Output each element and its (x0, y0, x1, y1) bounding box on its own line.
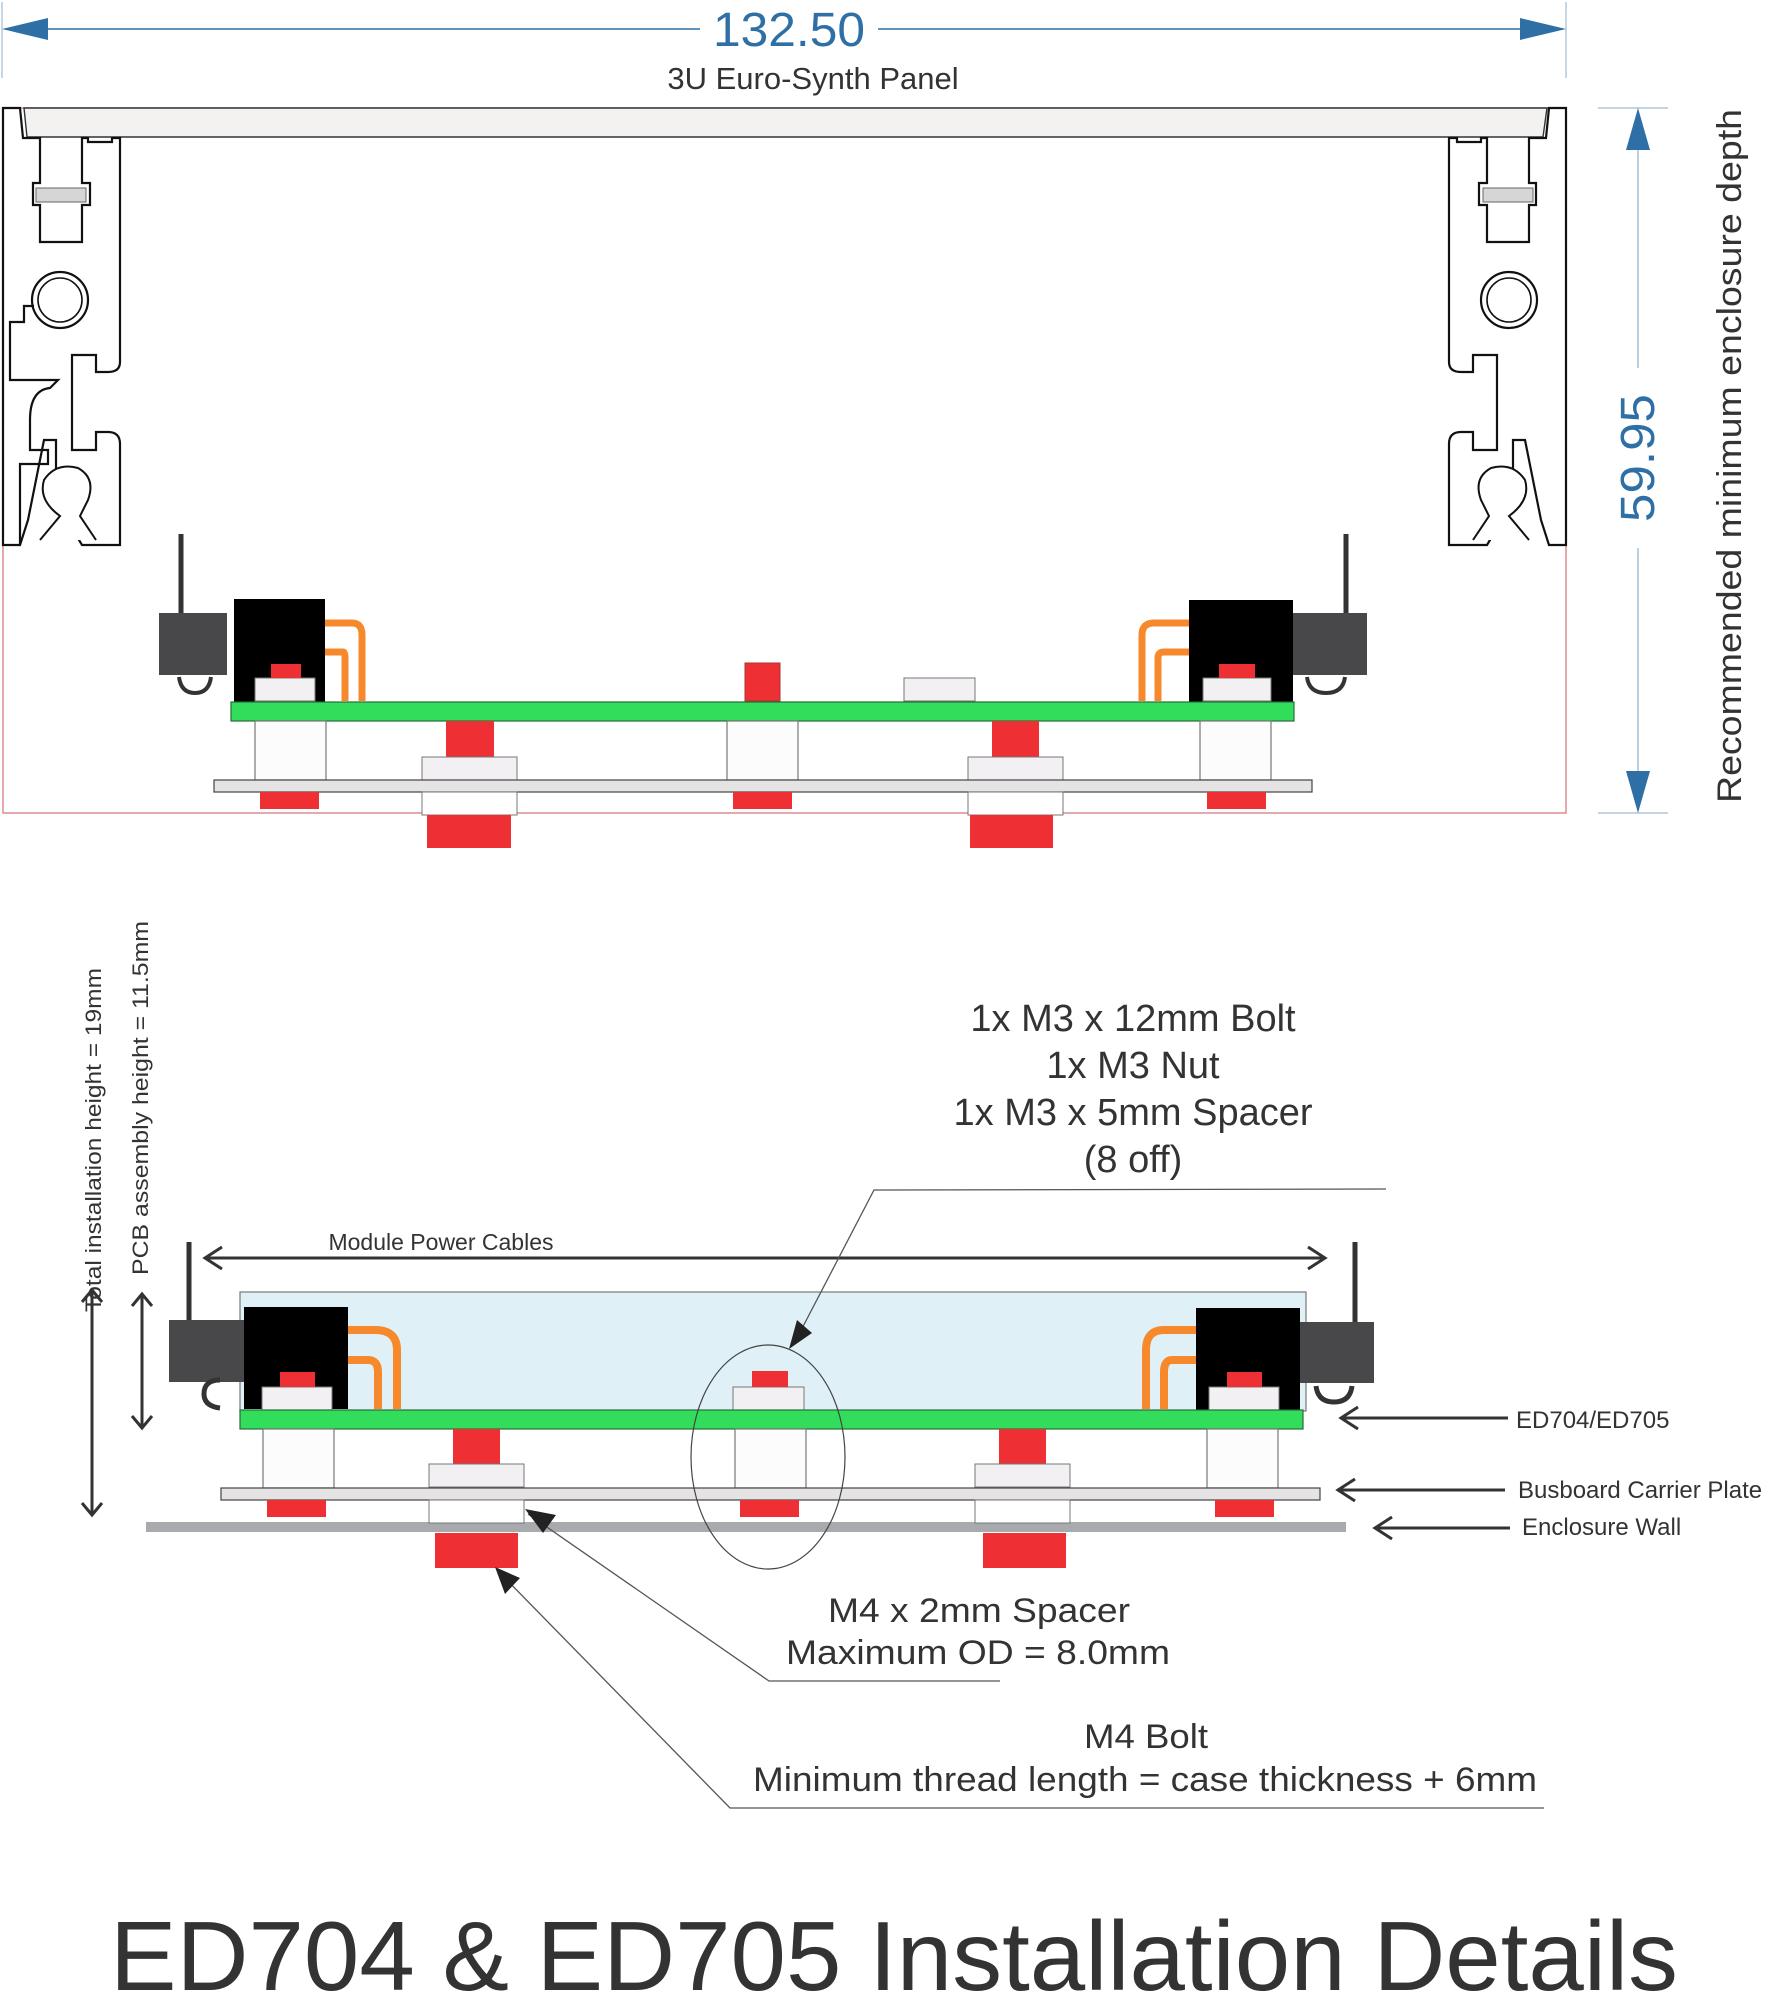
top-view: 132.50 3U Euro-Synth Panel (1, 2, 1749, 848)
arrow-left-icon (2, 18, 48, 40)
bolt-callout-leader (498, 1571, 1544, 1809)
side-pcb (239, 1409, 1304, 1430)
legend-arrows (1335, 1405, 1510, 1541)
side-power-plug-left (169, 1320, 246, 1382)
depth-dimension: 59.95 (1598, 107, 1668, 814)
power-cables-label: Module Power Cables (328, 1229, 553, 1255)
bolt-callout-line-2: Minimum thread length = case thickness +… (753, 1761, 1537, 1799)
m3-hardware-highlight (690, 1344, 846, 1570)
width-dimension-value: 132.50 (713, 4, 865, 57)
arrow-right-icon (1520, 18, 1566, 40)
right-rail (1447, 106, 1568, 547)
depth-label: Recommended minimum enclosure depth (1711, 109, 1749, 803)
pcb-height-label: PCB assembly height = 11.5mm (128, 921, 153, 1275)
spacer-callout-line-1: M4 x 2mm Spacer (828, 1592, 1130, 1630)
bolt-arrowhead-icon (495, 1567, 520, 1594)
side-view: Total installation height = 19mm PCB ass… (80, 921, 1762, 1809)
spacer-callout-leader (527, 1513, 1000, 1682)
depth-dimension-value: 59.95 (1612, 394, 1665, 522)
top-pcb-assembly (159, 534, 1367, 848)
total-height-label: Total installation height = 19mm (81, 968, 106, 1312)
arrow-down-icon (1626, 771, 1650, 813)
spacer-callout-line-2: Maximum OD = 8.0mm (786, 1634, 1170, 1672)
arrow-up-icon (1626, 108, 1650, 150)
front-panel (23, 107, 1548, 138)
hardware-callout: 1x M3 x 12mm Bolt 1x M3 Nut 1x M3 x 5mm … (954, 998, 1313, 1181)
total-height-arrow (80, 1287, 104, 1518)
legend-carrier-plate: Busboard Carrier Plate (1518, 1477, 1762, 1504)
power-cables-dimension (202, 1245, 1328, 1271)
width-dimension: 132.50 (1, 2, 1567, 78)
side-carrier-plate (220, 1487, 1321, 1501)
top-pcb (230, 701, 1295, 722)
bolt-callout-line-1: M4 Bolt (1084, 1718, 1209, 1756)
hardware-callout-leader (795, 1188, 1387, 1341)
power-plug-left (159, 613, 227, 675)
hardware-line-spacer: 1x M3 x 5mm Spacer (954, 1092, 1313, 1134)
pcb-height-arrow (130, 1291, 154, 1431)
legend-enclosure-wall: Enclosure Wall (1522, 1514, 1681, 1541)
hardware-line-nut: 1x M3 Nut (1046, 1045, 1220, 1087)
left-rail (1, 106, 122, 547)
hardware-line-quantity: (8 off) (1084, 1139, 1183, 1181)
page-title: ED704 & ED705 Installation Details (110, 1901, 1678, 1999)
side-enclosure-wall (146, 1522, 1346, 1532)
leader-arrowhead-icon (789, 1320, 812, 1349)
hardware-line-bolt: 1x M3 x 12mm Bolt (970, 998, 1296, 1040)
panel-label: 3U Euro-Synth Panel (667, 61, 958, 96)
top-carrier-plate (213, 779, 1313, 793)
power-plug-right (1291, 613, 1367, 675)
side-power-plug-right (1298, 1322, 1374, 1383)
legend-board: ED704/ED705 (1516, 1407, 1669, 1434)
spacer-arrowhead-icon (525, 1509, 556, 1533)
